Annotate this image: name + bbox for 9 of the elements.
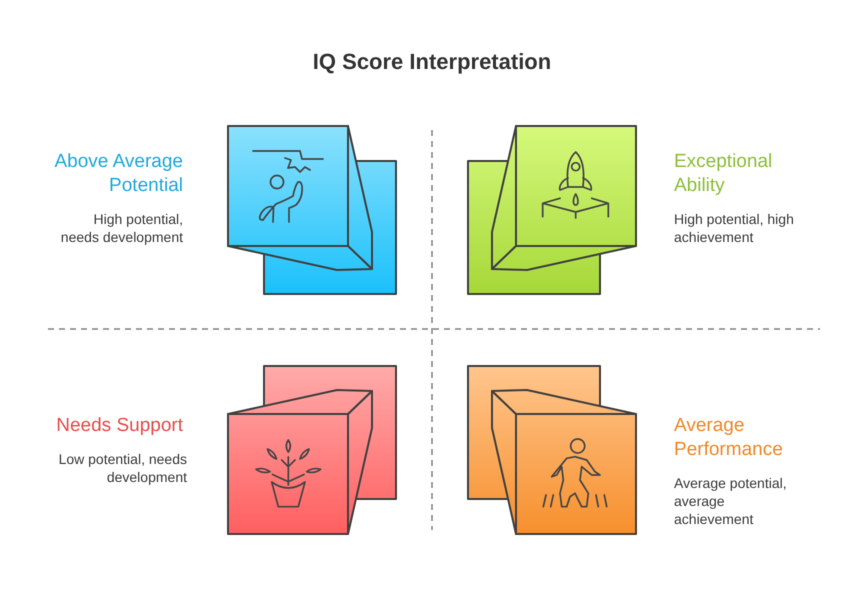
quadrant-description: Low potential, needs development [58,450,187,486]
quadrant-heading: Exceptional Ability [674,150,774,198]
quadrant-description: High potential, needs development [60,210,183,246]
quadrant-heading: Needs Support [55,414,183,438]
quadrant-heading: Average Performance [674,414,784,462]
quadrant-heading: Above Average Potential [53,150,183,198]
quadrant-description: Average potential, average achievement [674,474,788,528]
diagram-title: IQ Score Interpretation [312,48,552,76]
quadrant-description: High potential, high achievement [674,210,795,246]
